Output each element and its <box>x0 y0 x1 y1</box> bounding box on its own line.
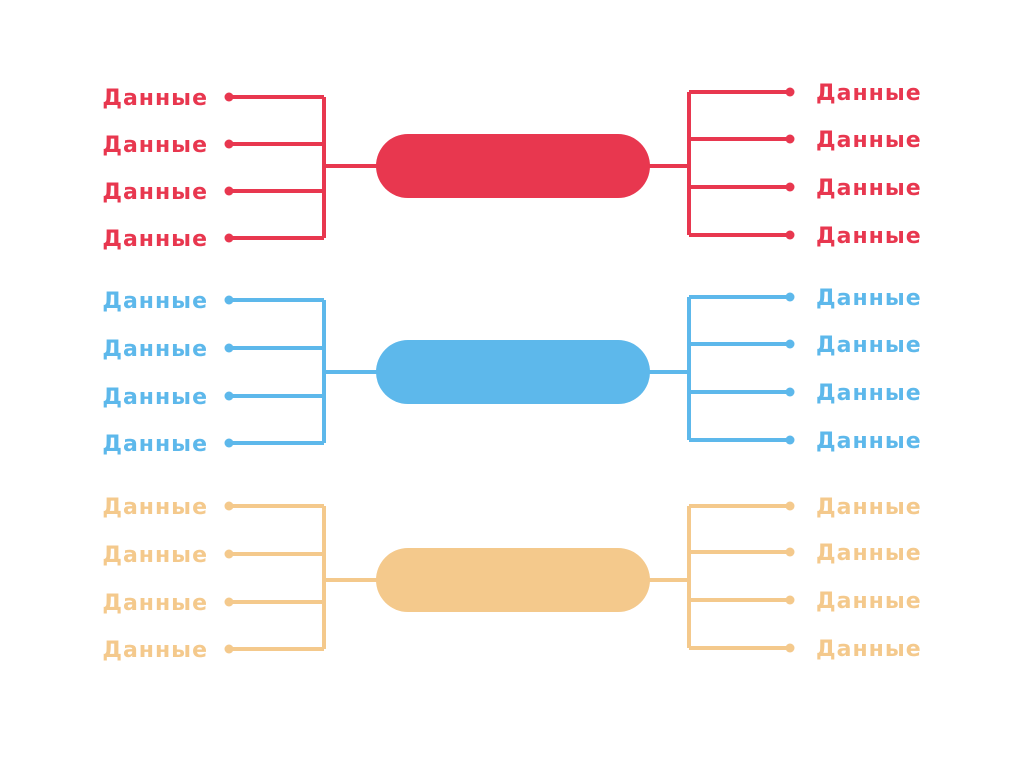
left-item-red-1: Данные <box>102 133 208 158</box>
center-node-orange <box>376 548 650 612</box>
center-node-red <box>376 134 650 198</box>
right-item-blue-0: Данные <box>816 286 922 311</box>
left-dot-orange-2 <box>224 597 234 607</box>
right-dot-blue-2 <box>785 387 795 397</box>
right-dot-blue-1 <box>785 339 795 349</box>
group-blue: ДанныеДанныеДанныеДанныеДанныеДанныеДанн… <box>102 286 922 457</box>
left-dot-orange-3 <box>224 644 234 654</box>
right-item-orange-2: Данные <box>816 589 922 614</box>
right-item-red-0: Данные <box>816 81 922 106</box>
right-dot-orange-3 <box>785 643 795 653</box>
left-item-orange-3: Данные <box>102 638 208 663</box>
right-dot-red-3 <box>785 230 795 240</box>
right-dot-red-0 <box>785 87 795 97</box>
left-item-orange-1: Данные <box>102 543 208 568</box>
right-item-orange-1: Данные <box>816 541 922 566</box>
right-item-red-2: Данные <box>816 176 922 201</box>
right-dot-blue-0 <box>785 292 795 302</box>
right-item-blue-3: Данные <box>816 429 922 454</box>
right-item-red-3: Данные <box>816 224 922 249</box>
left-dot-red-0 <box>224 92 234 102</box>
left-item-blue-2: Данные <box>102 385 208 410</box>
right-dot-orange-2 <box>785 595 795 605</box>
center-node-blue <box>376 340 650 404</box>
left-dot-blue-1 <box>224 343 234 353</box>
left-dot-blue-0 <box>224 295 234 305</box>
left-dot-red-3 <box>224 233 234 243</box>
left-item-blue-3: Данные <box>102 432 208 457</box>
left-dot-orange-0 <box>224 501 234 511</box>
right-item-red-1: Данные <box>816 128 922 153</box>
right-item-blue-1: Данные <box>816 333 922 358</box>
right-item-orange-0: Данные <box>816 495 922 520</box>
right-dot-orange-1 <box>785 547 795 557</box>
right-item-orange-3: Данные <box>816 637 922 662</box>
left-item-blue-1: Данные <box>102 337 208 362</box>
left-dot-orange-1 <box>224 549 234 559</box>
right-dot-red-2 <box>785 182 795 192</box>
left-item-red-3: Данные <box>102 227 208 252</box>
right-dot-orange-0 <box>785 501 795 511</box>
left-item-red-2: Данные <box>102 180 208 205</box>
left-dot-red-1 <box>224 139 234 149</box>
group-orange: ДанныеДанныеДанныеДанныеДанныеДанныеДанн… <box>102 495 922 663</box>
right-dot-blue-3 <box>785 435 795 445</box>
right-dot-red-1 <box>785 134 795 144</box>
left-item-blue-0: Данные <box>102 289 208 314</box>
right-item-blue-2: Данные <box>816 381 922 406</box>
left-dot-red-2 <box>224 186 234 196</box>
left-item-orange-2: Данные <box>102 591 208 616</box>
left-dot-blue-2 <box>224 391 234 401</box>
left-item-orange-0: Данные <box>102 495 208 520</box>
group-red: ДанныеДанныеДанныеДанныеДанныеДанныеДанн… <box>102 81 922 252</box>
left-dot-blue-3 <box>224 438 234 448</box>
left-item-red-0: Данные <box>102 86 208 111</box>
